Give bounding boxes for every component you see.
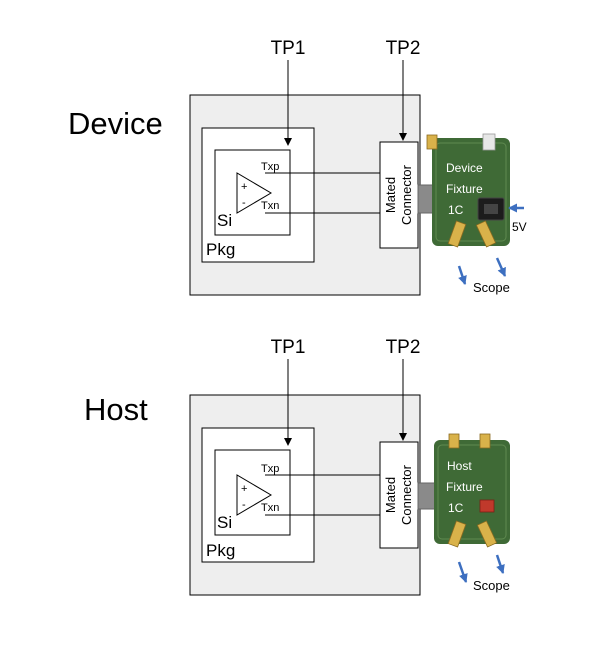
device-tp2-label: TP2 xyxy=(386,38,421,59)
device-scope-label: Scope xyxy=(473,280,510,295)
device-power-label: 5V xyxy=(512,220,527,234)
device-title: Device xyxy=(68,106,163,141)
device-pkg-label: Pkg xyxy=(206,240,235,259)
device-fixture-line1: Device xyxy=(446,161,483,175)
device-mated-connector xyxy=(379,141,419,249)
host-fixture-line1: Host xyxy=(447,459,472,473)
host-title: Host xyxy=(84,392,148,427)
device-connector-line2: Connector xyxy=(399,164,414,225)
host-connector-line1: Mated xyxy=(383,477,398,513)
device-fixture-line2: Fixture xyxy=(446,182,483,196)
host-fixture-line2: Fixture xyxy=(446,480,483,494)
device-section: Device + - Si Pkg Txp Txn Mated Connecto… xyxy=(68,38,527,296)
host-tp2-label: TP2 xyxy=(386,337,421,358)
host-txp-label: Txp xyxy=(261,463,279,475)
host-txn-label: Txn xyxy=(261,502,279,514)
device-fixture-line3: 1C xyxy=(448,203,464,217)
host-connector-line2: Connector xyxy=(399,464,414,525)
device-amplifier-symbol xyxy=(236,172,272,214)
device-connector-line1: Mated xyxy=(383,177,398,213)
device-tp1-label: TP1 xyxy=(271,38,306,59)
device-minus-sign: - xyxy=(242,197,246,209)
host-fixture-line3: 1C xyxy=(448,501,464,515)
device-scope-arrow-left xyxy=(457,265,467,285)
host-fixture-board: Host Fixture 1C xyxy=(417,433,510,548)
host-mated-connector xyxy=(379,441,419,549)
host-pkg-label: Pkg xyxy=(206,541,235,560)
device-txp-label: Txp xyxy=(261,161,279,173)
device-fixture-board: Device Fixture 1C xyxy=(417,133,510,248)
device-plus-sign: + xyxy=(241,181,247,193)
host-tp1-label: TP1 xyxy=(271,337,306,358)
device-si-label: Si xyxy=(217,211,232,230)
host-amplifier-symbol xyxy=(236,474,272,516)
device-txn-label: Txn xyxy=(261,200,279,212)
host-scope-arrow-right xyxy=(495,554,505,574)
host-minus-sign: - xyxy=(242,499,246,511)
host-plus-sign: + xyxy=(241,483,247,495)
host-si-label: Si xyxy=(217,513,232,532)
host-scope-label: Scope xyxy=(473,578,510,593)
host-scope-arrow-left xyxy=(457,561,468,583)
device-scope-arrow-right xyxy=(495,257,507,277)
host-section: Host + - Si Pkg Txp Txn Mated Connector … xyxy=(84,337,510,596)
